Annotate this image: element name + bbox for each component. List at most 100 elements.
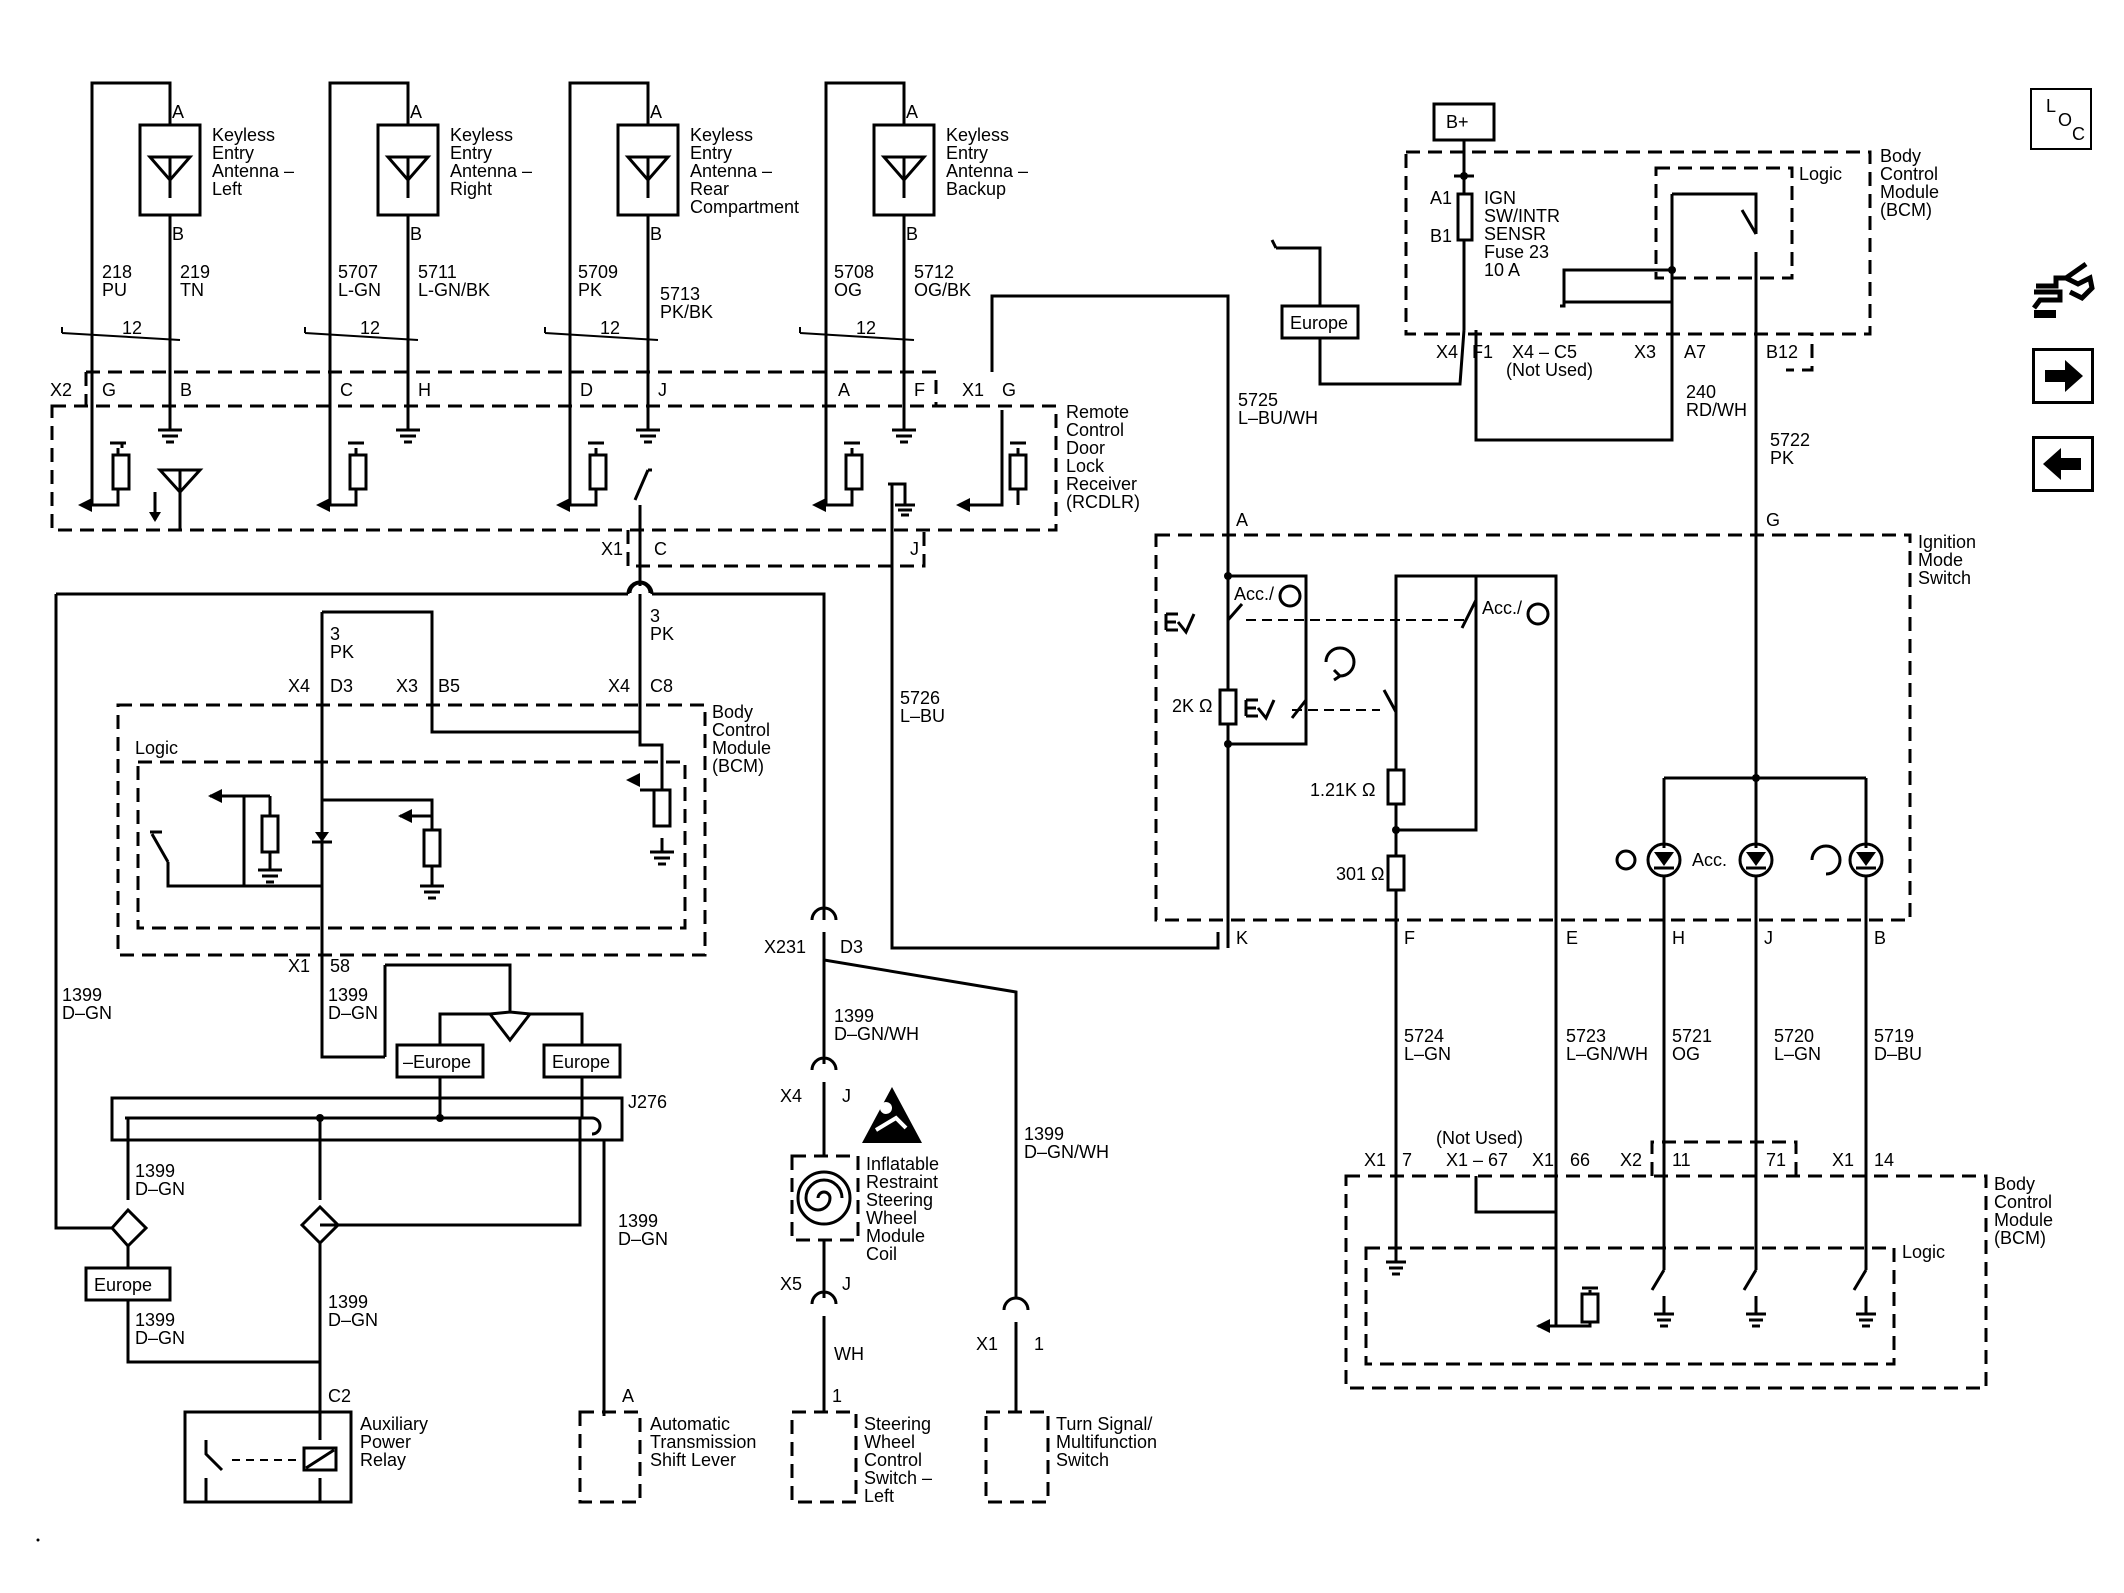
component-name: Steering	[864, 1414, 931, 1434]
connector-pin: A	[622, 1386, 634, 1406]
wire-number: 219	[180, 262, 210, 282]
resistor-label: 2K Ω	[1172, 696, 1212, 716]
connector-pin: 1	[1034, 1334, 1044, 1354]
component-name: Keyless	[450, 125, 513, 145]
wire-number: 5707	[338, 262, 378, 282]
loc-letter-c: C	[2072, 124, 2085, 144]
component-name: Switch –	[864, 1468, 932, 1488]
connector-pin: 11	[1672, 1150, 1691, 1170]
wire-color: D–GN/WH	[1024, 1142, 1109, 1162]
wire-color: OG	[1672, 1044, 1700, 1064]
connector-pin: D3	[840, 937, 863, 957]
connector-pin: 58	[330, 956, 350, 976]
component-name: Antenna –	[212, 161, 294, 181]
wire-color: L–BU/WH	[1238, 408, 1318, 428]
component-name: Wheel	[866, 1208, 917, 1228]
wire-number: 1399	[328, 1292, 368, 1312]
connector-pin: H	[1672, 928, 1685, 948]
wire-number: 3	[330, 624, 340, 644]
wire-color: D–GN/WH	[834, 1024, 919, 1044]
component-name: Rear	[690, 179, 729, 199]
component-name: Automatic	[650, 1414, 730, 1434]
back-button[interactable]	[2032, 436, 2094, 492]
europe-label-2: Europe	[94, 1275, 152, 1295]
component-name: Keyless	[946, 125, 1009, 145]
component-name: Power	[360, 1432, 411, 1452]
fuse-label: IGN	[1484, 188, 1516, 208]
wire-color: PK	[650, 624, 674, 644]
wire-color: D–GN	[62, 1003, 112, 1023]
connector-pin: A	[1236, 510, 1248, 530]
pin-label: A	[410, 102, 422, 122]
fuse-label: SENSR	[1484, 224, 1546, 244]
component-name: Left	[864, 1486, 894, 1506]
component-name: Antenna –	[450, 161, 532, 181]
antenna-right: A B Keyless Entry Antenna – Right 5707 L…	[304, 81, 532, 505]
connector-label: X3	[1634, 342, 1656, 362]
twist-label: 12	[360, 318, 380, 338]
wire-number: 1399	[135, 1310, 175, 1330]
connector-pin: 14	[1874, 1150, 1894, 1170]
connector-pin: G	[1766, 510, 1780, 530]
connector-pin: F	[1404, 928, 1415, 948]
component-name: (RCDLR)	[1066, 492, 1140, 512]
connector-pin: B	[1874, 928, 1886, 948]
bcm-top: B+ A1 B1 IGN SW/INTR SENSR Fuse 23 10 A …	[990, 102, 1939, 578]
connector-pin: J	[842, 1086, 851, 1106]
wire-color: PK/BK	[660, 302, 713, 322]
component-name: Module	[1994, 1210, 2053, 1230]
wire-number: 5713	[660, 284, 700, 304]
wire-color: L–BU	[900, 706, 945, 726]
fuse-label: SW/INTR	[1484, 206, 1560, 226]
component-name: Auxiliary	[360, 1414, 428, 1434]
component-name: Body	[1880, 146, 1921, 166]
connector-pin: F	[914, 380, 925, 400]
twist-label: 12	[600, 318, 620, 338]
logic-label: Logic	[1799, 164, 1842, 184]
switch-position-label: Acc./	[1482, 598, 1522, 618]
wire-number: 5723	[1566, 1026, 1606, 1046]
wire-number: 5708	[834, 262, 874, 282]
connector-label: X1	[1832, 1150, 1854, 1170]
bcm-right: 5724 L–GN 5723 L–GN/WH 5721 OG 5720 L–GN…	[1344, 1026, 2053, 1390]
connector-label: X1	[1532, 1150, 1554, 1170]
wire-color: PU	[102, 280, 127, 300]
connector-label: X1	[962, 380, 984, 400]
steering-wheel-circuit: X231 D3 1399 D–GN/WH X4 J Inflatable Res…	[764, 482, 1220, 1506]
rcdlr-module: X2 X1 G Remote Control Door Lock Receive…	[50, 370, 1140, 568]
component-name: Entry	[946, 143, 988, 163]
twist-label: 12	[856, 318, 876, 338]
wire-number: 5725	[1238, 390, 1278, 410]
component-name: Module	[866, 1226, 925, 1246]
location-button[interactable]: L O C	[2030, 88, 2092, 150]
not-used-label: (Not Used)	[1506, 360, 1593, 380]
component-name: Keyless	[690, 125, 753, 145]
connector-pin: G	[102, 380, 116, 400]
component-name: Module	[712, 738, 771, 758]
component-name: Module	[1880, 182, 1939, 202]
wire-color: WH	[834, 1344, 864, 1364]
pin-label: A	[906, 102, 918, 122]
connector-pin: D	[580, 380, 593, 400]
connector-pin: C	[654, 539, 667, 559]
connector-label: X2	[1620, 1150, 1642, 1170]
connector-label: X1	[601, 539, 623, 559]
pin-label: B	[650, 224, 662, 244]
connector-pin: 66	[1570, 1150, 1590, 1170]
forward-button[interactable]	[2032, 348, 2094, 404]
wire-number: 5722	[1770, 430, 1810, 450]
wire-color: TN	[180, 280, 204, 300]
wire-color: PK	[1770, 448, 1794, 468]
wrench-connector-icon[interactable]	[2030, 258, 2096, 324]
connector-pin: 1	[832, 1386, 842, 1406]
connector-label: X4	[288, 676, 310, 696]
wire-color: PK	[578, 280, 602, 300]
connector-pin: E	[1566, 928, 1578, 948]
connector-label: X5	[780, 1274, 802, 1294]
loc-letter-l: L	[2046, 96, 2057, 116]
connector-pin: A	[838, 380, 850, 400]
component-name: Coil	[866, 1244, 897, 1264]
connector-pin: J	[910, 539, 919, 559]
wire-number: 1399	[135, 1161, 175, 1181]
pin-label: A1	[1430, 188, 1452, 208]
